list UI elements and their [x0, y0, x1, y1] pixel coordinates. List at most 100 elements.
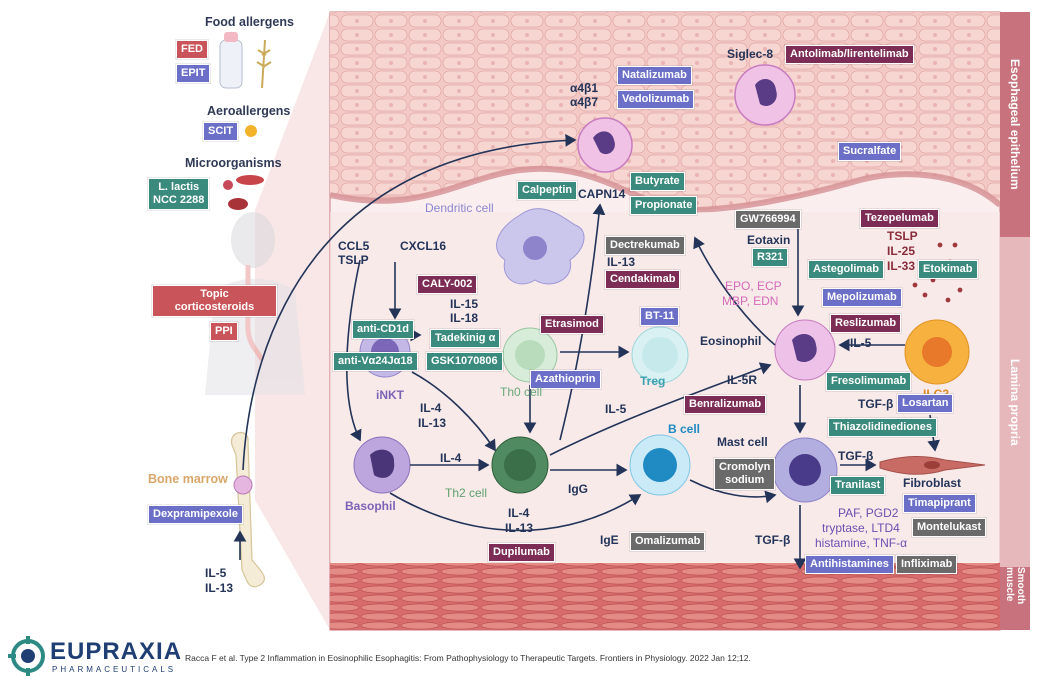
astegolimab-badge: Astegolimab [808, 260, 885, 279]
aeroallergens-heading: Aeroallergens [207, 104, 291, 118]
il5-th2-label: IL-5 [605, 402, 627, 416]
mbp-edn-label: MBP, EDN [722, 294, 779, 308]
logo-tagline: PHARMACEUTICALS [52, 665, 177, 674]
cromolyn-badge: Cromolyn sodium [714, 458, 776, 490]
topic-line1: Topic [200, 288, 229, 300]
l-lactis-badge: L. lactis NCC 2288 [148, 178, 210, 210]
eupraxia-logo: EUPRAXIA PHARMACEUTICALS [8, 634, 181, 678]
sucralfate-badge: Sucralfate [838, 142, 902, 161]
inkt-label: iNKT [376, 388, 404, 402]
topic-line2: corticosteroids [174, 301, 255, 313]
tslp-right-label: TSLP [887, 229, 918, 243]
mediators-line1: PAF, PGD2 [838, 506, 899, 520]
dupilumab-badge: Dupilumab [488, 543, 555, 562]
dexpramipexole-badge: Dexpramipexole [148, 505, 243, 524]
anti-cd1d-badge: anti-CD1d [352, 320, 414, 339]
tezepelumab-badge: Tezepelumab [860, 209, 939, 228]
fresolimumab-badge: Fresolimumab [826, 372, 912, 391]
a4b1-label: α4β1 [570, 81, 599, 95]
il25-label: IL-25 [887, 244, 916, 258]
mast-cell-label: Mast cell [717, 435, 768, 449]
epo-ecp-label: EPO, ECP [725, 279, 782, 293]
antihistamines-badge: Antihistamines [805, 555, 894, 574]
bm-il13-label: IL-13 [205, 581, 234, 595]
losartan-badge: Losartan [897, 394, 954, 413]
capn14-label: CAPN14 [578, 187, 626, 201]
infliximab-badge: Infliximab [896, 555, 958, 574]
tgfb-1-label: TGF-β [858, 397, 894, 411]
igg-label: IgG [568, 482, 588, 496]
thiazolidinediones-badge: Thiazolidinediones [828, 418, 938, 437]
basophil-label: Basophil [345, 499, 396, 513]
l-lactis-line2: NCC 2288 [153, 194, 205, 206]
cendakimab-badge: Cendakimab [605, 270, 681, 289]
microorganisms-heading: Microorganisms [185, 156, 282, 170]
l-lactis-line1: L. lactis [158, 181, 200, 193]
il4-inkt-label: IL-4 [420, 401, 442, 415]
dectrekumab-badge: Dectrekumab [605, 236, 685, 255]
propionate-badge: Propionate [630, 196, 698, 215]
il4-baso-label: IL-4 [440, 451, 462, 465]
anti-va24-badge: anti-Vα24Jα18 [333, 352, 418, 371]
omalizumab-badge: Omalizumab [630, 532, 706, 551]
eotaxin-label: Eotaxin [747, 233, 791, 247]
th2-cell-label: Th2 cell [445, 486, 488, 500]
timapiprant-badge: Timapiprant [903, 494, 976, 513]
bm-il5-label: IL-5 [205, 566, 227, 580]
montelukast-badge: Montelukast [912, 518, 987, 537]
smooth-muscle-band: Smooth muscle [1004, 567, 1026, 605]
vedolizumab-badge: Vedolizumab [617, 90, 695, 109]
ppi-badge: PPI [210, 322, 238, 341]
siglec8-label: Siglec-8 [727, 47, 774, 61]
calpeptin-badge: Calpeptin [517, 181, 578, 200]
tranilast-badge: Tranilast [830, 476, 886, 495]
il18-label: IL-18 [450, 311, 479, 325]
mediators-line3: histamine, TNF-α [815, 536, 908, 550]
fed-badge: FED [176, 40, 208, 59]
tadekinig-badge: Tadekinig α [430, 329, 501, 348]
reslizumab-badge: Reslizumab [830, 314, 902, 333]
tslp-left-label: TSLP [338, 253, 369, 267]
il13-th2-label: IL-13 [505, 521, 534, 535]
ige-label: IgE [600, 533, 619, 547]
il13-inkt-label: IL-13 [418, 416, 447, 430]
bt11-badge: BT-11 [640, 307, 680, 326]
b-cell-label: B cell [668, 422, 701, 436]
ccl5-label: CCL5 [338, 239, 370, 253]
mediators-line2: tryptase, LTD4 [822, 521, 900, 535]
fibroblast-label: Fibroblast [903, 476, 962, 490]
il33-label: IL-33 [887, 259, 916, 273]
cxcl16-label: CXCL16 [400, 239, 447, 253]
epit-badge: EPIT [176, 64, 211, 83]
topic-corticosteroids-badge: Topic corticosteroids [152, 285, 277, 317]
treg-label: Treg [640, 374, 666, 388]
il5r-label: IL-5R [727, 373, 757, 387]
a4b7-label: α4β7 [570, 95, 599, 109]
gsk1070806-badge: GSK1070806 [426, 352, 503, 371]
gw766994-badge: GW766994 [735, 210, 801, 229]
food-allergens-heading: Food allergens [205, 15, 294, 29]
logo-name: EUPRAXIA [50, 638, 183, 665]
il13-dc-label: IL-13 [607, 255, 636, 269]
citation-text: Racca F et al. Type 2 Inflammation in Eo… [185, 653, 751, 663]
il4-th2-label: IL-4 [508, 506, 530, 520]
antolimab-badge: Antolimab/lirentelimab [785, 45, 914, 64]
etokimab-badge: Etokimab [918, 260, 978, 279]
cromolyn-line2: sodium [725, 474, 765, 486]
caly002-badge: CALY-002 [417, 275, 478, 294]
mepolizumab-badge: Mepolizumab [822, 288, 902, 307]
tgfb-3-label: TGF-β [755, 533, 791, 547]
butyrate-badge: Butyrate [630, 172, 685, 191]
lamina-propria-band: Lamina propria [1008, 358, 1022, 446]
natalizumab-badge: Natalizumab [617, 66, 692, 85]
tgfb-2-label: TGF-β [838, 449, 874, 463]
etrasimod-badge: Etrasimod [540, 315, 604, 334]
scit-badge: SCIT [203, 122, 239, 141]
benralizumab-badge: Benralizumab [684, 395, 767, 414]
azathioprin-badge: Azathioprin [530, 370, 601, 389]
il5-ilc2-label: IL-5 [850, 336, 872, 350]
il15-label: IL-15 [450, 297, 479, 311]
logo-mark-icon [8, 636, 45, 676]
esophageal-epithelium-band: Esophageal epithelium [1008, 59, 1022, 190]
